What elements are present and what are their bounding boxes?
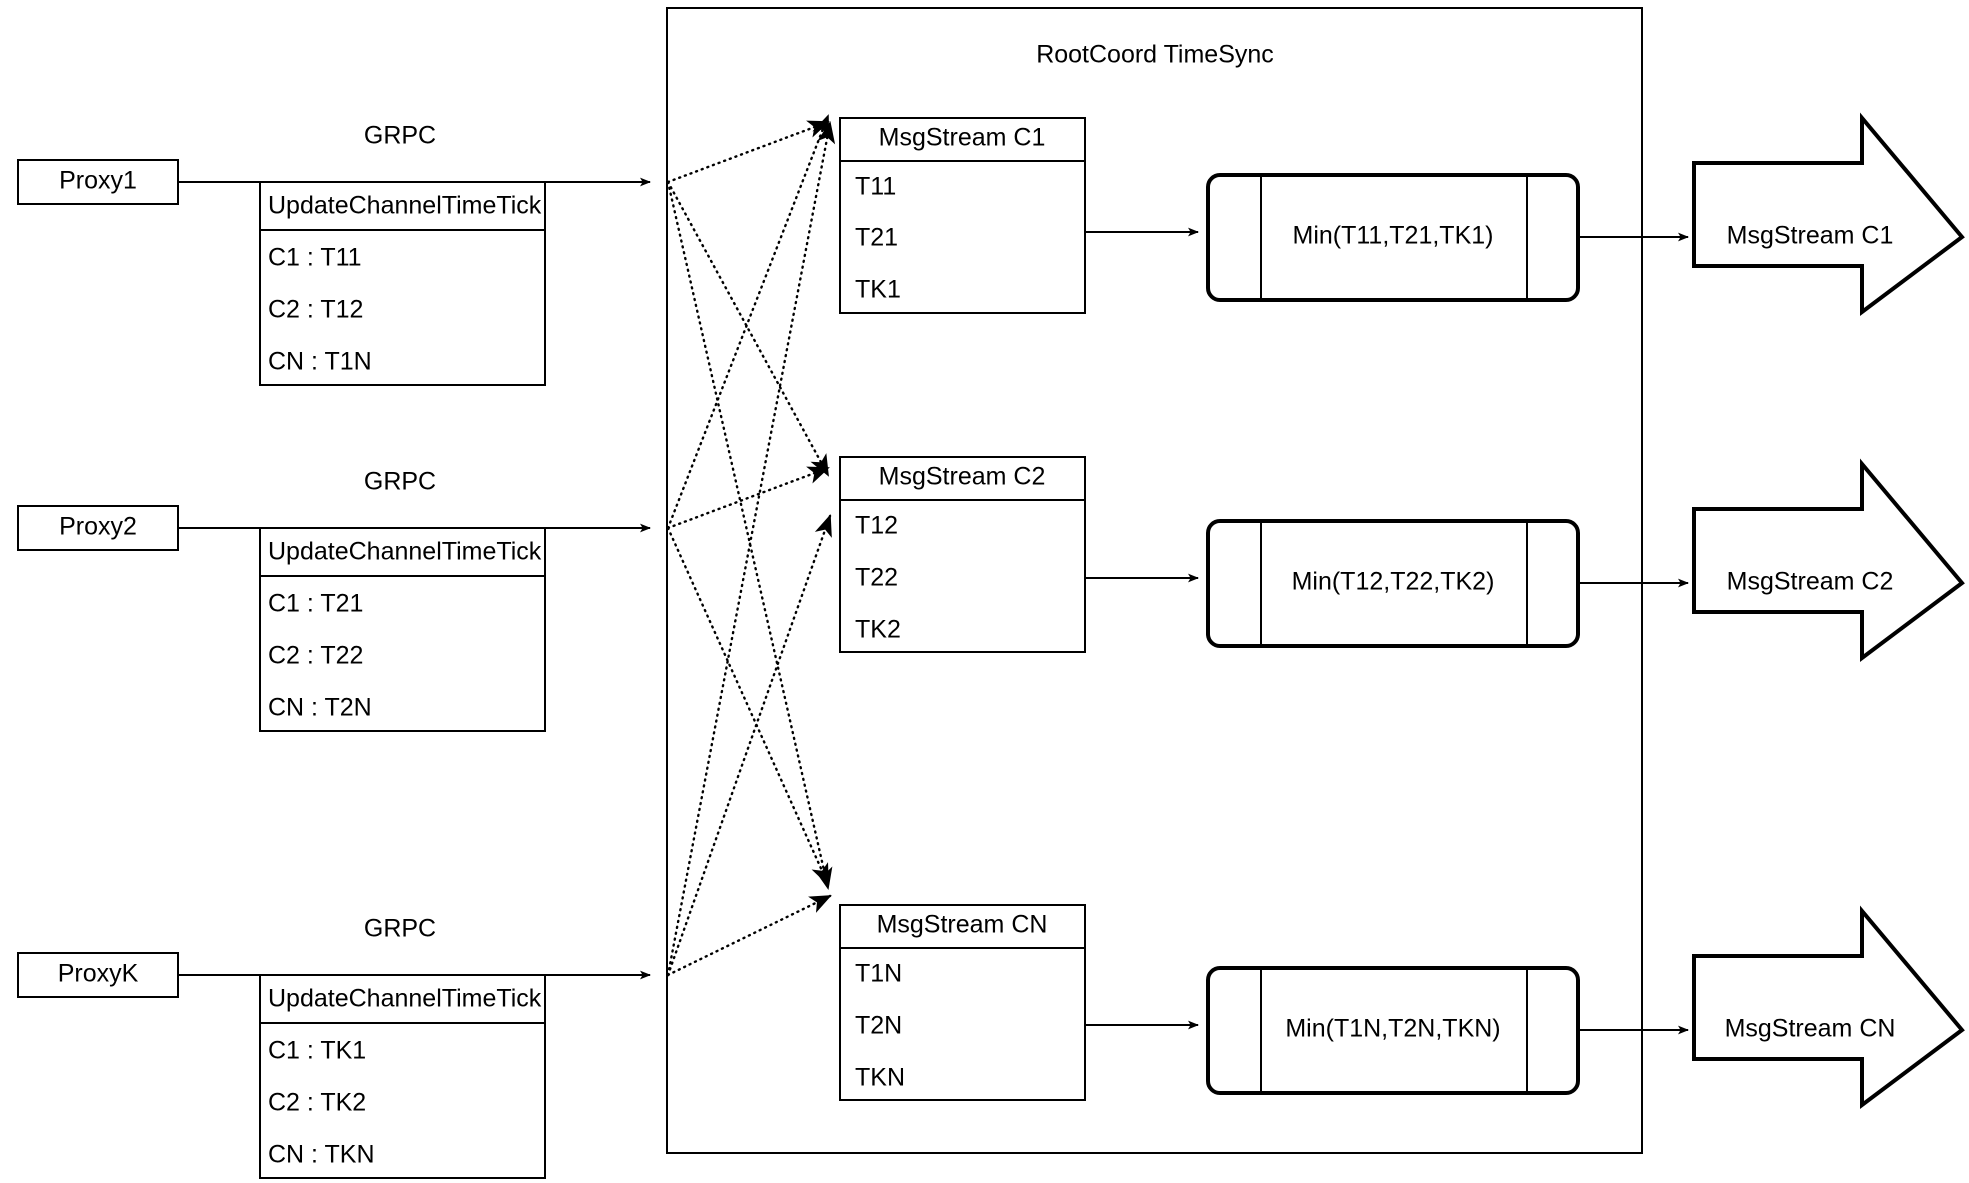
msgstream-tick-1-2: TK1: [855, 276, 901, 304]
rpc-box-1: [259, 181, 546, 386]
msgstream-tick-3-0: T1N: [855, 960, 902, 988]
min-label-3: Min(T1N,T2N,TKN): [1285, 1015, 1500, 1043]
rpc-row-3-0: C1 : TK1: [268, 1037, 366, 1065]
rpc-row-2-2: CN : T2N: [268, 694, 372, 722]
output-label-2: MsgStream C2: [1727, 568, 1894, 596]
rpc-row-2-0: C1 : T21: [268, 590, 363, 618]
rootcoord-container: [666, 7, 1643, 1154]
dispatch-2-to-c2: [666, 466, 830, 530]
dispatch-2-to-c1: [666, 114, 830, 530]
dispatch-2-to-cn: [666, 526, 830, 886]
grpc-label-1: GRPC: [364, 122, 436, 150]
rpc-row-1-2: CN : T1N: [268, 348, 372, 376]
rpc-title-2: UpdateChannelTimeTick: [268, 538, 542, 566]
container-title: RootCoord TimeSync: [1036, 41, 1274, 69]
output-arrow-1: [1692, 112, 1965, 316]
msgstream-title-2: MsgStream C2: [879, 463, 1046, 491]
msgstream-title-3: MsgStream CN: [877, 911, 1048, 939]
output-label-3: MsgStream CN: [1725, 1015, 1896, 1043]
msgstream-box-3: [839, 904, 1086, 1101]
rpc-row-1-0: C1 : T11: [268, 244, 362, 272]
msgstream-title-1: MsgStream C1: [879, 124, 1046, 152]
proxy-label-2: Proxy2: [59, 513, 137, 541]
proxy-label-3: ProxyK: [58, 960, 139, 988]
rpc-title-3: UpdateChannelTimeTick: [268, 985, 542, 1013]
msgstream-tick-2-1: T22: [855, 564, 898, 592]
proxy-label-1: Proxy1: [59, 167, 137, 195]
min-label-2: Min(T12,T22,TK2): [1292, 568, 1495, 596]
dispatch-1-to-c2: [666, 180, 830, 477]
msgstream-box-1: [839, 117, 1086, 314]
output-arrow-3: [1692, 905, 1965, 1109]
rpc-title-1: UpdateChannelTimeTick: [268, 192, 542, 220]
rpc-row-1-1: C2 : T12: [268, 296, 363, 324]
min-label-1: Min(T11,T21,TK1): [1293, 222, 1494, 250]
msgstream-tick-2-0: T12: [855, 512, 898, 540]
msgstream-tick-1-0: T11: [855, 173, 896, 201]
msgstream-tick-1-1: T21: [855, 224, 898, 252]
proxy-box-2[interactable]: [17, 505, 179, 551]
dispatch-3-to-c2: [666, 514, 832, 977]
rpc-row-2-1: C2 : T22: [268, 642, 363, 670]
msgstream-tick-3-2: TKN: [855, 1064, 905, 1092]
msgstream-tick-3-1: T2N: [855, 1012, 902, 1040]
rpc-row-3-1: C2 : TK2: [268, 1089, 366, 1117]
output-label-1: MsgStream C1: [1727, 222, 1894, 250]
rpc-box-3: [259, 974, 546, 1179]
dispatch-1-to-cn: [666, 180, 833, 890]
rpc-box-2: [259, 527, 546, 732]
msgstream-box-2: [839, 456, 1086, 653]
dispatch-3-to-cn: [666, 894, 832, 977]
output-arrow-2: [1692, 458, 1965, 662]
proxy-box-1[interactable]: [17, 159, 179, 205]
rpc-row-3-2: CN : TKN: [268, 1141, 375, 1169]
msgstream-tick-2-2: TK2: [855, 616, 901, 644]
grpc-label-2: GRPC: [364, 468, 436, 496]
grpc-label-3: GRPC: [364, 915, 436, 943]
dispatch-1-to-c1: [666, 120, 830, 184]
dispatch-3-to-c1: [666, 121, 836, 977]
